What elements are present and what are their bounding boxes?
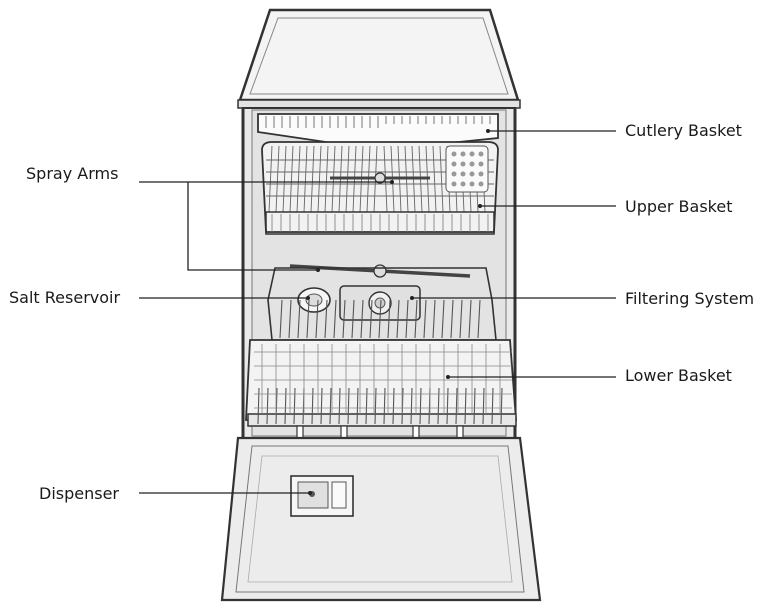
label-spray-arms: Spray Arms	[26, 164, 119, 183]
leader-lines	[139, 130, 616, 494]
label-salt-reservoir: Salt Reservoir	[9, 288, 121, 307]
detergent-dispenser	[290, 475, 354, 517]
open-door	[220, 436, 542, 602]
label-cutlery-basket: Cutlery Basket	[625, 121, 742, 140]
worktop-lid	[237, 8, 521, 109]
upper-basket	[261, 141, 499, 235]
salt-reservoir	[297, 287, 331, 313]
label-filtering-system: Filtering System	[625, 289, 755, 308]
label-lower-basket: Lower Basket	[625, 366, 732, 385]
label-dispenser: Dispenser	[39, 484, 119, 503]
label-upper-basket: Upper Basket	[625, 197, 733, 216]
leader-dots	[306, 129, 490, 495]
cutlery-basket	[257, 113, 499, 151]
